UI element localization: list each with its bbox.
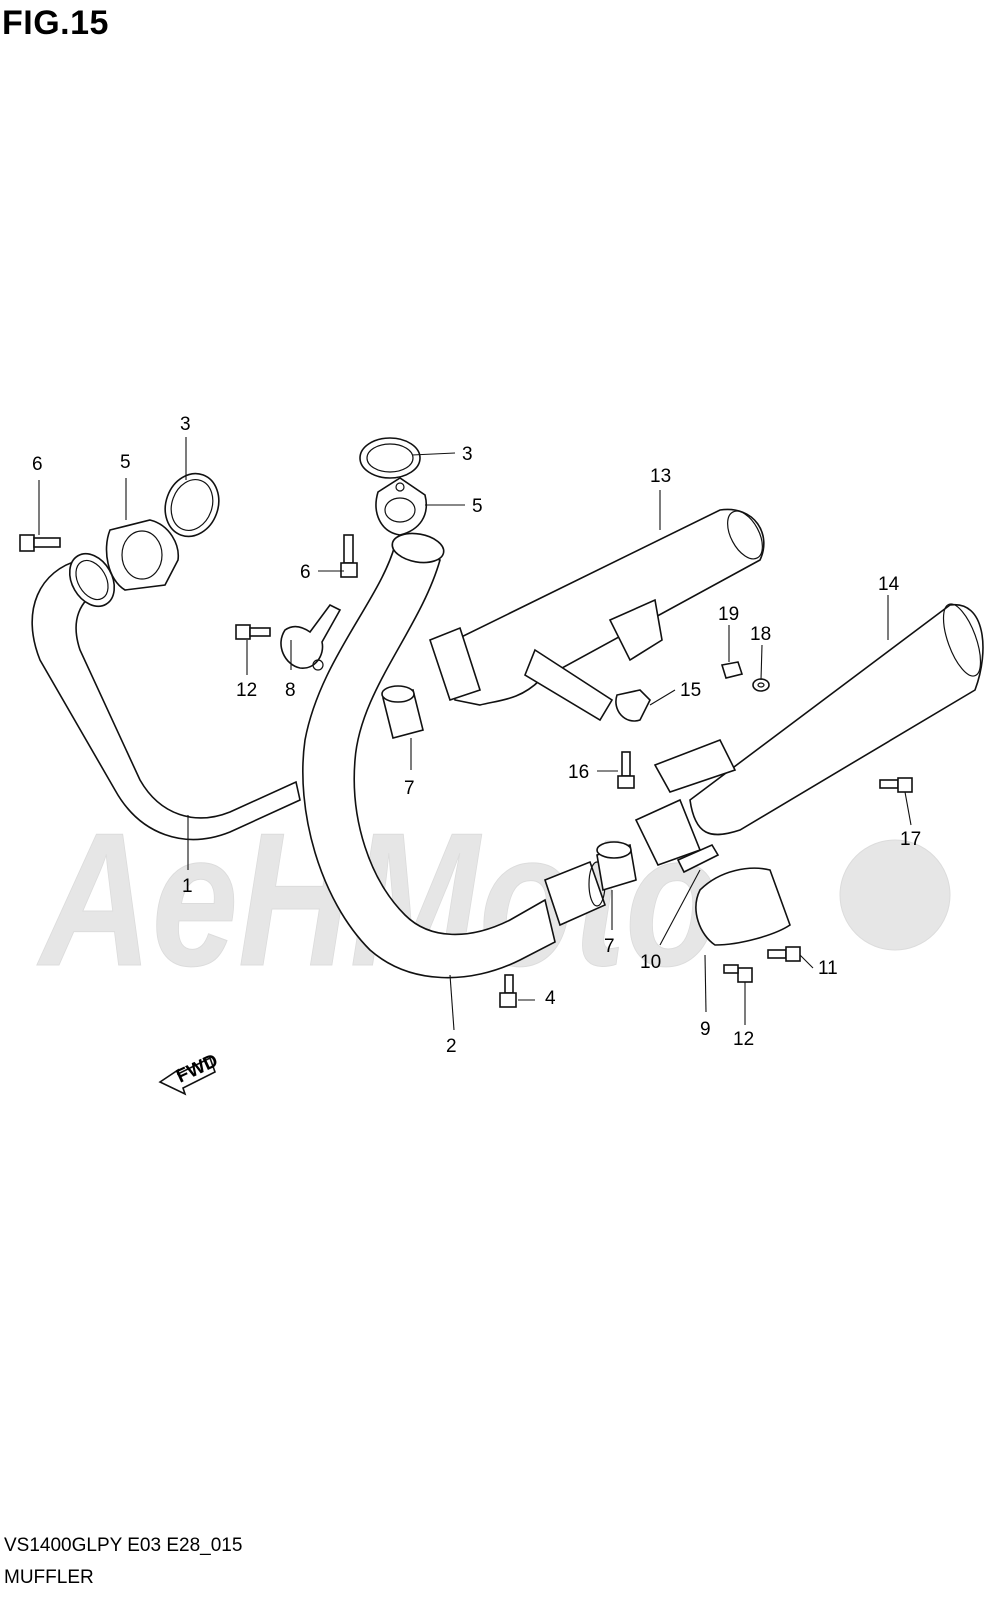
callout-labels: 1 2 3 3 4 5 5 6 6 7 7 8 9 10 11 12 12 13… — [32, 414, 921, 1057]
watermark-wheel — [839, 839, 951, 951]
callout-8: 8 — [285, 680, 296, 701]
clamp-bolt-lower — [723, 964, 753, 983]
clamp-bolt-upper — [235, 624, 271, 640]
figure-title: FIG.15 — [2, 4, 109, 42]
callout-18: 18 — [750, 624, 771, 645]
muffler-lower — [634, 603, 984, 866]
callout-10: 10 — [640, 952, 661, 973]
callout-3-left: 3 — [180, 414, 191, 435]
muffler-upper — [429, 508, 765, 722]
washer — [752, 678, 770, 692]
exhaust-flange-left — [105, 519, 179, 591]
leader-lines — [38, 437, 912, 1031]
exhaust-gasket-right — [359, 437, 421, 479]
connector-ring-lower — [596, 841, 637, 892]
pipe-clamp — [280, 603, 342, 671]
pipe-bolt — [499, 974, 517, 1008]
callout-6-left: 6 — [32, 454, 43, 475]
connector-ring-upper — [381, 685, 424, 739]
callout-4: 4 — [545, 988, 556, 1009]
callout-2: 2 — [446, 1036, 457, 1057]
muffler-clamp — [615, 689, 651, 722]
callout-9: 9 — [700, 1019, 711, 1040]
heat-shield-bracket — [676, 843, 720, 874]
rear-exhaust-pipe — [302, 532, 606, 979]
exhaust-flange-right — [375, 477, 427, 536]
nut — [720, 661, 744, 679]
model-code: VS1400GLPY E03 E28_015 — [4, 1535, 243, 1556]
callout-3-right: 3 — [462, 444, 473, 465]
callout-6-right: 6 — [300, 562, 311, 583]
exhaust-gasket-left — [164, 472, 220, 538]
section-name: MUFFLER — [4, 1567, 94, 1588]
callout-7-lower: 7 — [604, 936, 615, 957]
callout-11: 11 — [818, 958, 838, 979]
front-exhaust-pipe — [31, 552, 301, 841]
callout-15: 15 — [680, 680, 701, 701]
callout-1: 1 — [182, 876, 193, 897]
callout-7-upper: 7 — [404, 778, 415, 799]
callout-5-right: 5 — [472, 496, 483, 517]
callout-14: 14 — [878, 574, 900, 595]
fwd-label: FWD — [173, 1050, 221, 1087]
muffler-bolt-17 — [879, 777, 913, 793]
callout-12-upper: 12 — [236, 680, 257, 701]
muffler-bolt-16 — [617, 751, 635, 789]
heat-shield-bolt — [767, 946, 801, 962]
flange-bolt-right — [340, 534, 358, 578]
heat-shield — [695, 867, 791, 946]
callout-19: 19 — [718, 604, 739, 625]
callout-16: 16 — [568, 762, 589, 783]
forward-direction-arrow: FWD — [158, 1050, 221, 1096]
callout-12-lower: 12 — [733, 1029, 754, 1050]
callout-5-left: 5 — [120, 452, 131, 473]
callout-17: 17 — [900, 829, 921, 850]
callout-13: 13 — [650, 466, 671, 487]
flange-bolt-left — [19, 534, 61, 552]
